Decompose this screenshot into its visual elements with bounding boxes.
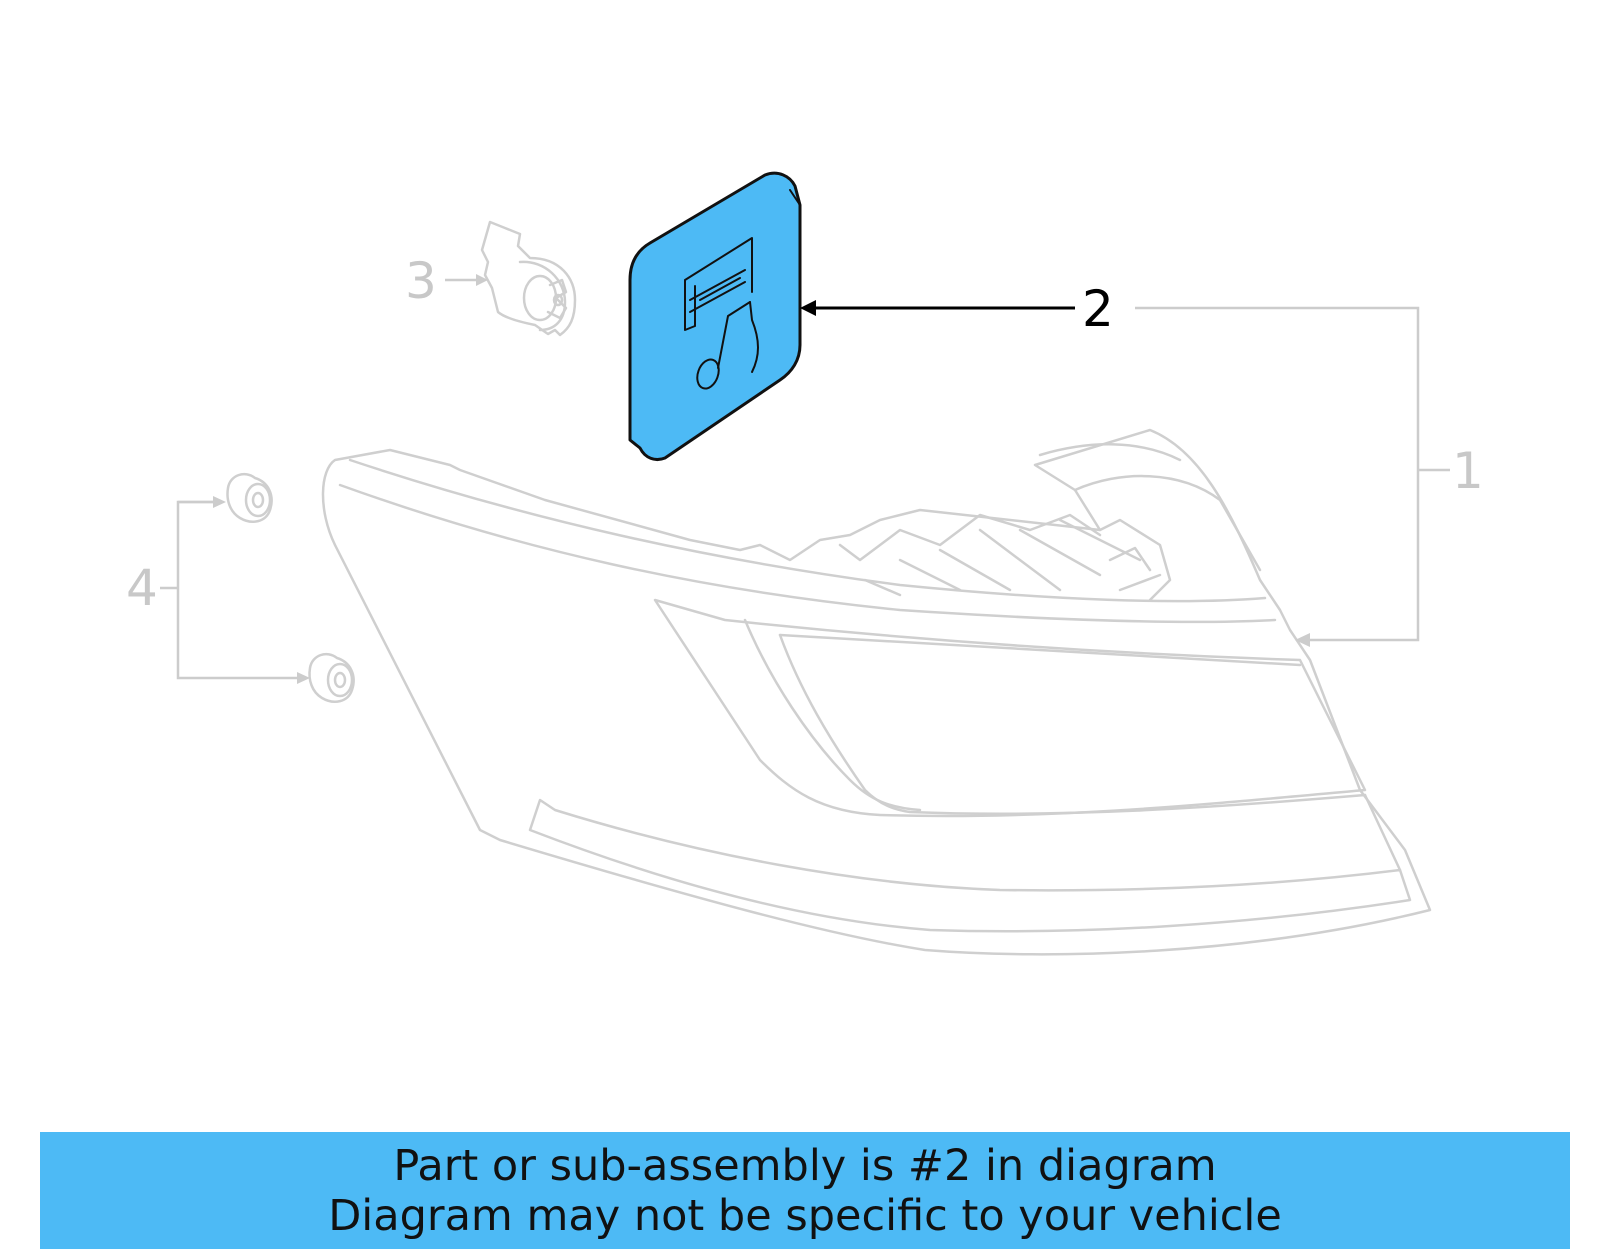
- caption-line-2: Diagram may not be specific to your vehi…: [328, 1190, 1282, 1241]
- grommet-upper: [226, 472, 273, 523]
- callout-4: 4: [126, 559, 158, 617]
- caption-banner: Part or sub-assembly is #2 in diagram Di…: [40, 1132, 1570, 1249]
- tail-lamp-assembly: [321, 428, 1432, 956]
- callout-3: 3: [405, 252, 437, 310]
- grommet-lower: [308, 652, 355, 703]
- grommets-part-4: [226, 472, 355, 703]
- callout-2: 2: [1082, 280, 1114, 338]
- caption-line-1: Part or sub-assembly is #2 in diagram: [393, 1140, 1217, 1191]
- callout-1: 1: [1452, 442, 1484, 500]
- bulb-socket-part-3: [480, 220, 577, 337]
- leader-lines: [160, 274, 1450, 684]
- highlighted-part-2: [628, 171, 802, 462]
